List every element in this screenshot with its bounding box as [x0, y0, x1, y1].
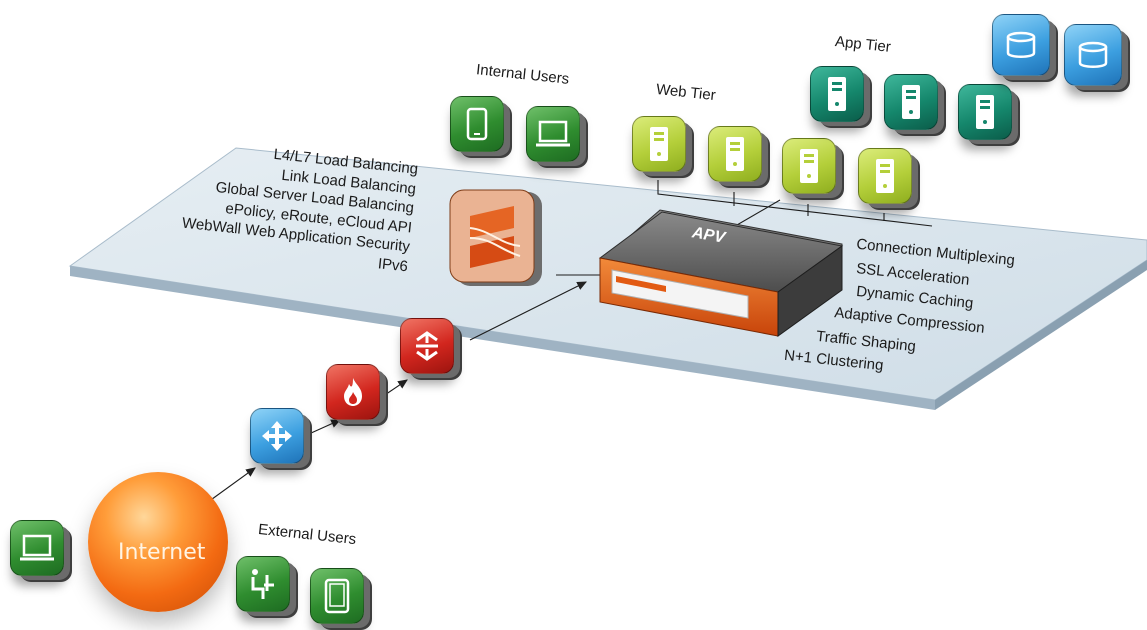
- server-icon: [783, 139, 835, 193]
- laptop-icon: [11, 521, 63, 575]
- web-server-3: [782, 138, 836, 194]
- laptop-icon: [527, 107, 579, 161]
- firewall-node: [326, 364, 380, 420]
- apv-appliance: [598, 209, 844, 337]
- database-1: [992, 14, 1050, 76]
- server-icon: [633, 117, 685, 171]
- database-icon: [1065, 25, 1121, 85]
- external-user-tablet: [310, 568, 364, 624]
- server-icon: [709, 127, 761, 181]
- server-icon: [885, 75, 937, 129]
- load-balancing-features: L4/L7 Load Balancing Link Load Balancing…: [179, 136, 419, 276]
- web-server-1: [632, 116, 686, 172]
- database-2: [1064, 24, 1122, 86]
- switch-node: [400, 318, 454, 374]
- internal-user-laptop: [526, 106, 580, 162]
- platform-slab-edge-right: [935, 260, 1147, 410]
- kiosk-user-icon: [237, 557, 289, 611]
- tablet-icon: [311, 569, 363, 623]
- server-icon: [859, 149, 911, 203]
- router-icon: [251, 409, 303, 463]
- load-balancer-box: [449, 189, 542, 286]
- traffic-arrows: [207, 274, 600, 503]
- app-server-1: [810, 66, 864, 122]
- database-icon: [993, 15, 1049, 75]
- server-icon: [811, 67, 863, 121]
- external-user-laptop: [10, 520, 64, 576]
- app-server-2: [884, 74, 938, 130]
- app-server-3: [958, 84, 1012, 140]
- smartphone-icon: [451, 97, 503, 151]
- platform-slab-edge: [70, 266, 935, 410]
- server-icon: [959, 85, 1011, 139]
- internet-label: Internet: [118, 540, 206, 565]
- internet-sphere: [88, 472, 228, 612]
- internal-user-smartphone: [450, 96, 504, 152]
- web-server-2: [708, 126, 762, 182]
- firewall-icon: [327, 365, 379, 419]
- web-server-4: [858, 148, 912, 204]
- router-node: [250, 408, 304, 464]
- external-user-kiosk: [236, 556, 290, 612]
- switch-icon: [401, 319, 453, 373]
